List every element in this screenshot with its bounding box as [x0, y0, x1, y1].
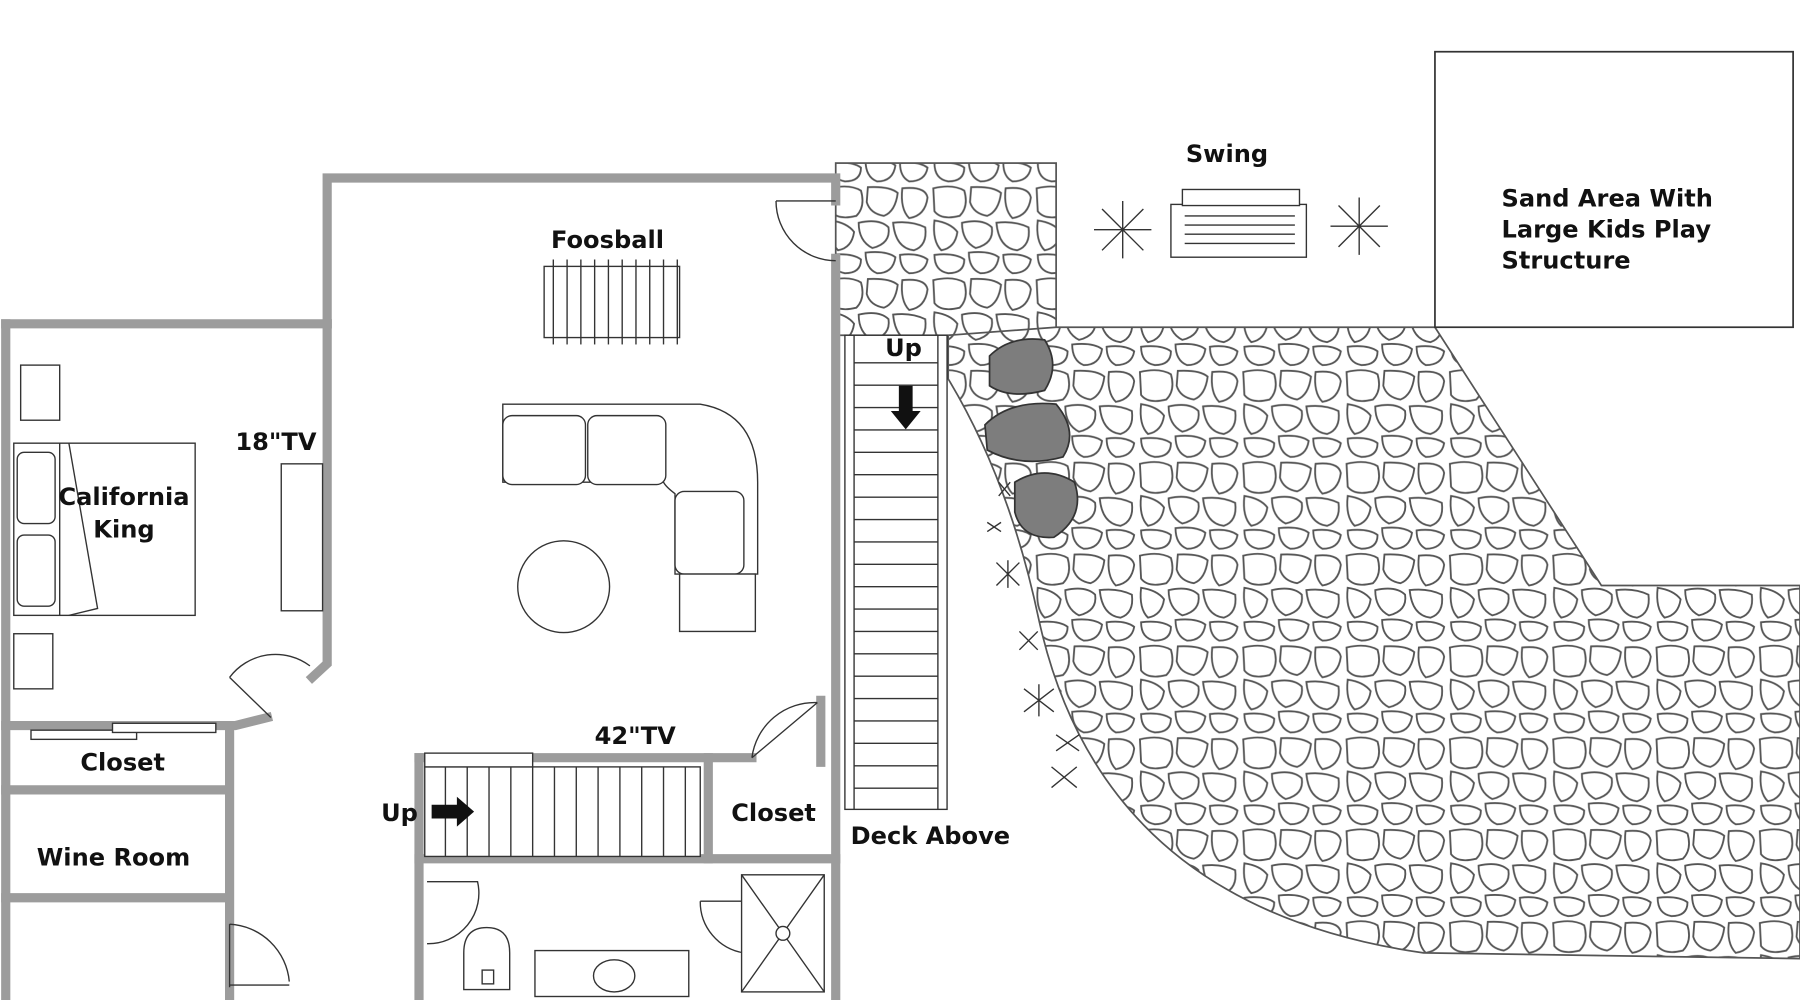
tv18-label: 18"TV — [235, 428, 317, 456]
foosball-label: Foosball — [551, 226, 664, 254]
walls — [1, 173, 841, 1000]
interior-stairs-up-label: Up — [381, 799, 418, 827]
swing-label: Swing — [1186, 140, 1268, 168]
sink-vanity — [534, 949, 690, 998]
tv42-label: 42"TV — [595, 722, 677, 750]
round-table — [517, 540, 611, 634]
shrubs — [986, 481, 1080, 789]
patio-stone-area — [834, 162, 1800, 960]
sand-area — [1434, 50, 1794, 329]
nightstand — [13, 633, 54, 690]
arrow-right-icon — [431, 796, 475, 827]
deck-stairs-up-label: Up — [885, 334, 922, 362]
plant-icon — [1094, 197, 1388, 259]
arrow-down-icon — [890, 385, 921, 430]
sand-area-label-2: Large Kids Play — [1502, 216, 1712, 244]
closet-sliding-doors — [30, 722, 217, 741]
closet-right-label: Closet — [731, 799, 816, 827]
sand-area-label-3: Structure — [1502, 247, 1631, 275]
tv-stand-18 — [280, 463, 324, 612]
closet-left-label: Closet — [80, 748, 165, 776]
deck-above-label: Deck Above — [851, 822, 1011, 850]
foosball-table — [543, 259, 681, 345]
sand-area-label-1: Sand Area With — [1502, 185, 1713, 213]
bed — [13, 442, 196, 617]
doors[interactable] — [228, 200, 836, 988]
shower — [740, 874, 825, 993]
deck-stairs[interactable] — [844, 334, 948, 811]
toilet — [463, 926, 511, 991]
wine-room-label: Wine Room — [37, 844, 190, 872]
swing — [1170, 188, 1308, 258]
boulders — [984, 338, 1079, 539]
bed-label-1: California — [58, 483, 189, 511]
bed-label-2: King — [93, 515, 154, 543]
sectional-sofa — [502, 403, 759, 633]
nightstand — [19, 364, 61, 421]
